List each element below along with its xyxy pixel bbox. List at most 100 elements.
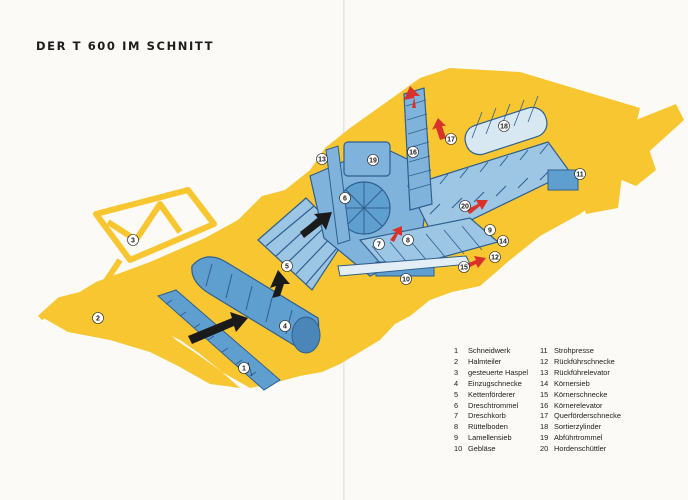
callout-9-number: 9	[488, 228, 492, 235]
legend-item-number: 18	[540, 422, 549, 432]
callout-7: 7	[373, 238, 385, 250]
straw-press	[547, 169, 579, 191]
callout-18-number: 18	[500, 124, 508, 131]
legend-item-label: Rüttelboden	[468, 422, 508, 432]
page-title: DER T 600 IM SCHNITT	[36, 39, 215, 53]
cutter-bar-teeth	[165, 299, 257, 377]
legend-item-label: Sortierzylinder	[554, 422, 602, 432]
callout-20: 20	[459, 200, 471, 212]
legend-item: 13 Rückführelevator	[540, 368, 660, 379]
callout-11-number: 11	[576, 172, 584, 179]
chain-conveyor-slats	[265, 205, 345, 285]
straw-walkers	[407, 141, 579, 239]
callout-8: 8	[402, 234, 414, 246]
callout-10: 10	[400, 273, 412, 285]
reel-frame-outer	[93, 187, 217, 263]
legend-item-number: 1	[454, 346, 459, 355]
discharge-drum	[343, 141, 391, 177]
callout-6: 6	[339, 192, 351, 204]
legend-item-number: 9	[454, 433, 459, 443]
legend-item: 9 Lamellensieb	[454, 433, 574, 444]
legend-item-number: 7	[454, 411, 459, 421]
legend-item: 18 Sortierzylinder	[540, 422, 660, 433]
callout-20-number: 20	[461, 204, 469, 211]
legend-item-number: 14	[540, 378, 549, 388]
legend-item-label: Halmteiler	[468, 356, 502, 366]
callout-17: 17	[445, 133, 457, 145]
legend-item-number: 13	[540, 367, 549, 377]
legend-item-number: 16	[540, 400, 549, 410]
rear-hood	[580, 176, 622, 214]
legend-item-number: 20	[540, 444, 549, 454]
legend-item-number: 3	[454, 367, 459, 377]
callout-5-number: 5	[285, 264, 289, 271]
legend-item-label: gesteuerte Haspel	[468, 367, 528, 377]
grain-tank-lid	[560, 100, 656, 186]
cleaning-shoe	[337, 217, 500, 277]
header-table	[40, 262, 240, 388]
flow-arrow-black-3	[300, 212, 332, 238]
legend-item-number: 6	[454, 400, 459, 410]
flow-arrow-black-1	[188, 312, 248, 344]
callout-14-number: 14	[499, 239, 507, 246]
callout-3-number: 3	[131, 238, 135, 245]
callout-3: 3	[127, 234, 139, 246]
legend-item-number: 19	[540, 433, 549, 443]
return-elevator	[325, 145, 351, 245]
legend-item-label: Dreschtrommel	[468, 400, 519, 410]
return-elevator-column	[325, 145, 351, 245]
legend-item: 16 Körnerelevator	[540, 401, 660, 412]
legend-item-label: Rückführelevator	[554, 367, 610, 377]
legend-item-number: 15	[540, 389, 549, 399]
flow-arrows	[188, 86, 488, 344]
intake-auger-flights	[205, 263, 293, 335]
flow-arrow-red-4	[390, 226, 402, 242]
legend-item-label: Körnersieb	[554, 378, 590, 388]
sieve-slats	[371, 225, 483, 271]
callout-4: 4	[279, 320, 291, 332]
callout-6-number: 6	[343, 196, 347, 203]
callout-12-number: 12	[491, 255, 499, 262]
callout-8-number: 8	[406, 238, 410, 245]
grain-elevator-slats	[405, 99, 432, 191]
legend-item-label: Lamellensieb	[468, 433, 512, 443]
straw-chute	[616, 104, 684, 158]
legend-item-number: 11	[540, 346, 548, 355]
flow-arrow-red-2	[432, 118, 446, 140]
flow-arrow-red-1	[404, 86, 420, 108]
legend-item-label: Körnerelevator	[554, 400, 603, 410]
threshing-drum-bars	[338, 182, 390, 234]
legend-item-number: 5	[454, 389, 459, 399]
callout-15-number: 15	[460, 265, 468, 272]
legend-item-label: Einzugschnecke	[468, 378, 522, 388]
callout-9: 9	[484, 224, 496, 236]
intake-auger-end	[291, 316, 321, 354]
legend-item-number: 17	[540, 411, 549, 421]
legend-item-number: 10	[454, 444, 463, 454]
callout-4-number: 4	[283, 324, 287, 331]
callout-11: 11	[574, 168, 586, 180]
callout-16-number: 16	[409, 150, 417, 157]
callout-13: 13	[316, 153, 328, 165]
callout-1-number: 1	[242, 366, 246, 373]
reel-frame-inner	[106, 201, 183, 243]
legend-item: 14 Körnersieb	[540, 379, 660, 390]
callout-13-number: 13	[318, 157, 326, 164]
legend-item: 19 Abführtrommel	[540, 433, 660, 444]
callout-19: 19	[367, 154, 379, 166]
legend-item-label: Abführtrommel	[554, 433, 603, 443]
